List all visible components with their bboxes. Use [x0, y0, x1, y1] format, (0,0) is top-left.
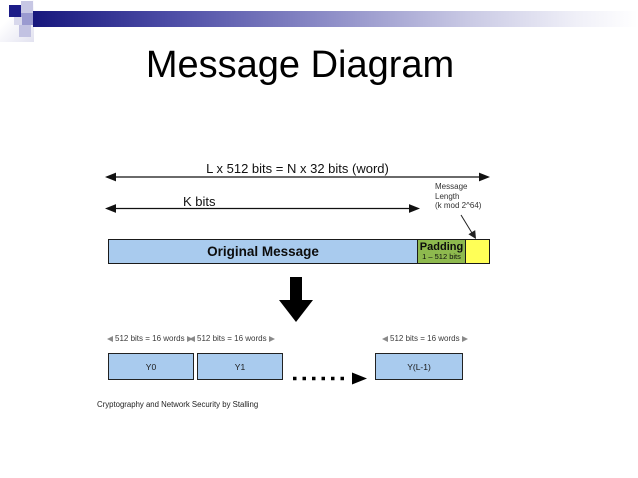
message-length-pointer-arrow-icon	[460, 214, 476, 239]
footer-credit: Cryptography and Network Security by Sta…	[97, 400, 259, 409]
block-span-text: 512 bits = 16 words	[390, 334, 460, 343]
padding-segment: Padding 1 – 512 bits	[417, 239, 466, 264]
block-y1: Y1	[197, 353, 283, 380]
big-down-arrow-icon	[279, 277, 313, 322]
block-y0: Y0	[108, 353, 194, 380]
k-bits-label: K bits	[183, 194, 216, 209]
message-length-segment	[466, 239, 490, 264]
total-length-label: L x 512 bits = N x 32 bits (word)	[206, 161, 389, 176]
left-arrowhead-icon	[382, 335, 388, 342]
padding-label: Padding	[419, 241, 464, 253]
page-title: Message Diagram	[145, 44, 455, 86]
block-span-label-3: 512 bits = 16 words	[382, 334, 468, 343]
message-bar: Original Message Padding 1 – 512 bits	[108, 239, 490, 264]
right-arrowhead-icon	[268, 335, 275, 342]
header-square-dark	[9, 5, 21, 17]
block-span-text: 512 bits = 16 words	[197, 334, 267, 343]
block-span-label-2: 512 bits = 16 words	[189, 334, 275, 343]
k-bits-double-arrow-icon	[105, 204, 420, 213]
block-y-l-minus-1: Y(L-1)	[375, 353, 463, 380]
left-arrowhead-icon	[189, 335, 195, 342]
message-length-note-line3: (k mod 2^64)	[435, 201, 482, 210]
block-span-text: 512 bits = 16 words	[115, 334, 185, 343]
header-gradient-bar	[33, 11, 638, 27]
original-message-segment: Original Message	[108, 239, 417, 264]
message-length-note-line2: Length	[435, 191, 460, 201]
header-square-mid	[21, 13, 33, 25]
header-square-light-top	[21, 1, 33, 13]
left-arrowhead-icon	[107, 335, 113, 342]
right-arrowhead-icon	[461, 335, 468, 342]
header-square-bottom	[19, 25, 31, 37]
padding-range-label: 1 – 512 bits	[422, 252, 461, 261]
original-message-label: Original Message	[207, 244, 319, 259]
message-length-note-line1: Message	[435, 182, 468, 191]
dotted-continuation-arrow-icon	[293, 372, 367, 385]
block-span-label-1: 512 bits = 16 words	[107, 334, 193, 343]
message-length-note: Message Length (k mod 2^64)	[435, 182, 481, 211]
header-square-small	[14, 17, 22, 25]
